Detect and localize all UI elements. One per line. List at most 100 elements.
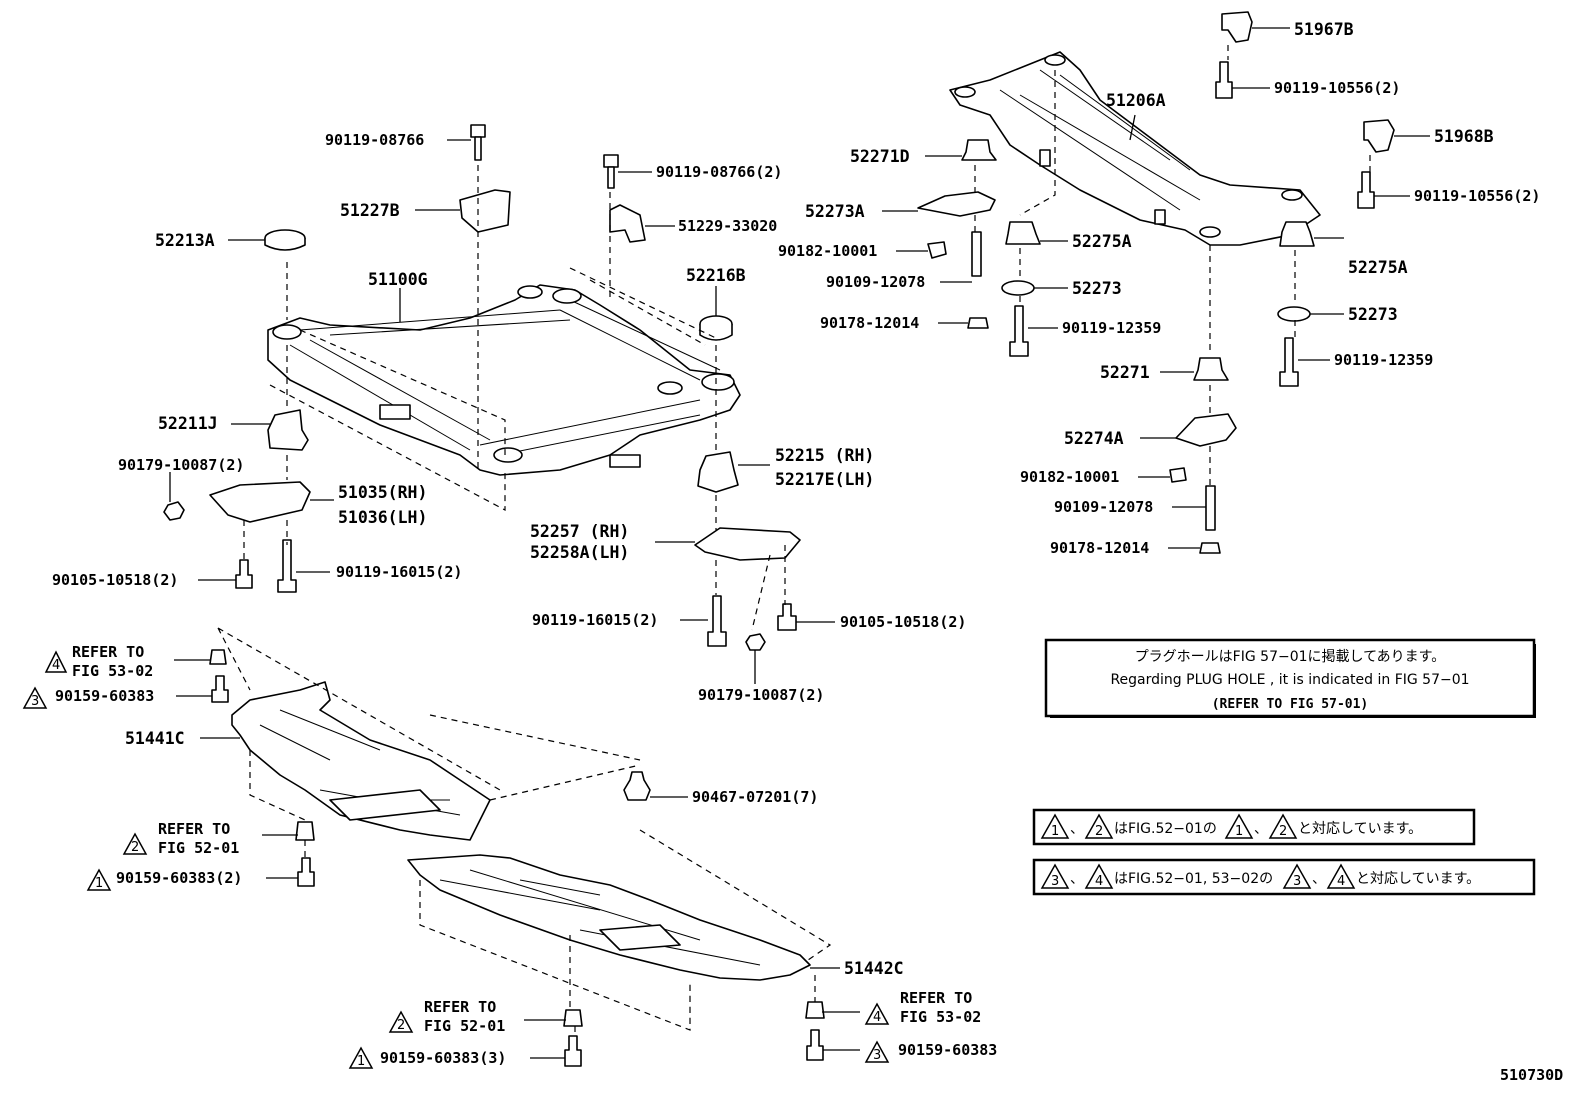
leader-lines <box>169 27 1430 1059</box>
label-52273-b: 52273 <box>1348 305 1398 324</box>
bolt-90119-08766 <box>470 124 486 161</box>
label-90119-16015-2-left: 90119-16015(2) <box>336 563 462 581</box>
svg-text:4: 4 <box>1095 874 1103 889</box>
label-51968B: 51968B <box>1434 127 1494 146</box>
bracket-51968B <box>1363 119 1395 153</box>
refer-to-b: REFER TO <box>158 820 230 838</box>
correspondence-note-2: 3 、 4 はFIG.52−01, 53−02の 3 、 4 と対応しています。 <box>1032 858 1536 896</box>
svg-text:4: 4 <box>873 1010 881 1025</box>
label-52213A: 52213A <box>155 231 215 250</box>
label-90105-10518-2-left: 90105-10518(2) <box>52 571 178 589</box>
label-52273-a: 52273 <box>1072 279 1122 298</box>
label-90159-60383-2: 90159-60383(2) <box>116 869 242 887</box>
plate-52273A <box>917 191 996 217</box>
fig-52-01-c: FIG 52-01 <box>424 1017 505 1035</box>
label-51229-33020: 51229-33020 <box>678 217 777 235</box>
label-52271D: 52271D <box>850 147 910 166</box>
svg-text:と対応しています。: と対応しています。 <box>1356 871 1480 887</box>
clip-refer-fig52-left <box>295 821 315 841</box>
stud-90109-12078-a <box>971 231 982 277</box>
svg-text:と対応しています。: と対応しています。 <box>1298 821 1422 837</box>
svg-text:3: 3 <box>31 694 39 709</box>
engine-under-cover-51442C <box>407 854 811 981</box>
clip-refer-fig53-bottom <box>805 1001 825 1019</box>
triangle-mark-2-b <box>388 1010 414 1033</box>
triangle-mark-4-a <box>44 650 68 673</box>
refer-to-d: REFER TO <box>900 989 972 1007</box>
label-51967B: 51967B <box>1294 20 1354 39</box>
bolt-90159-60383-a <box>211 675 229 703</box>
plate-51035-51036 <box>209 481 311 523</box>
svg-text:はFIG.52−01, 53−02の: はFIG.52−01, 53−02の <box>1114 871 1273 887</box>
label-90119-10556-2-a: 90119-10556(2) <box>1274 79 1400 97</box>
washer-52273-a <box>1001 280 1035 296</box>
svg-text:1: 1 <box>357 1054 365 1069</box>
label-52257-RH: 52257 (RH) <box>530 522 629 541</box>
svg-text:1: 1 <box>95 876 103 891</box>
svg-text:2: 2 <box>1095 824 1103 839</box>
label-51036-LH: 51036(LH) <box>338 508 427 527</box>
triangle-mark-1-b <box>348 1046 374 1069</box>
fig-52-01-b: FIG 52-01 <box>158 839 239 857</box>
bracket-51967B <box>1221 11 1253 43</box>
label-52271: 52271 <box>1100 363 1150 382</box>
svg-text:はFIG.52−01の: はFIG.52−01の <box>1114 821 1217 837</box>
svg-text:4: 4 <box>1337 874 1345 889</box>
cushion-52211J <box>267 409 309 451</box>
fig-53-02-d: FIG 53-02 <box>900 1008 981 1026</box>
svg-text:2: 2 <box>131 840 139 855</box>
cushion-52216B <box>699 315 733 341</box>
cushion-52275A-a <box>1005 221 1041 245</box>
assembly-guide-lines <box>217 45 1371 1036</box>
front-suspension-member-51100G <box>267 284 741 476</box>
cushion-52271 <box>1193 357 1229 381</box>
label-90467-07201-7: 90467-07201(7) <box>692 788 818 806</box>
label-90182-10001-a: 90182-10001 <box>778 242 877 260</box>
label-90105-10518-2-right: 90105-10518(2) <box>840 613 966 631</box>
cushion-52215-52217E <box>697 451 739 493</box>
label-90182-10001-b: 90182-10001 <box>1020 468 1119 486</box>
refer-to-c: REFER TO <box>424 998 496 1016</box>
clip-refer-fig53-left <box>209 649 227 665</box>
bolt-90119-08766-2 <box>603 154 619 189</box>
plate-52257-52258A <box>694 527 801 561</box>
label-90159-60383-b: 90159-60383 <box>898 1041 997 1059</box>
label-51035-RH: 51035(RH) <box>338 483 427 502</box>
label-90119-12359-b: 90119-12359 <box>1334 351 1433 369</box>
label-90119-08766: 90119-08766 <box>325 131 424 149</box>
label-90119-08766-2: 90119-08766(2) <box>656 163 782 181</box>
bolt-90105-10518-left <box>235 559 253 589</box>
engine-under-cover-51441C <box>231 681 491 841</box>
part-labels: 90119-08766 51227B 52213A 51100G 90119-0… <box>52 20 1540 1067</box>
bolt-90119-10556-a <box>1215 61 1233 99</box>
label-51100G: 51100G <box>368 270 428 289</box>
rear-suspension-member-51206A <box>949 51 1321 246</box>
stud-90109-12078-b <box>1205 485 1216 531</box>
bolt-90119-12359-b <box>1279 337 1299 387</box>
bracket-51227B <box>459 189 511 233</box>
svg-text:3: 3 <box>1293 874 1301 889</box>
label-90119-12359-a: 90119-12359 <box>1062 319 1161 337</box>
label-51206A: 51206A <box>1106 91 1166 110</box>
label-51441C: 51441C <box>125 729 185 748</box>
label-90178-12014-a: 90178-12014 <box>820 314 919 332</box>
label-52275A-b: 52275A <box>1348 258 1408 277</box>
svg-text:1: 1 <box>1051 824 1059 839</box>
washer-52273-b <box>1277 306 1311 322</box>
svg-text:1: 1 <box>1235 824 1243 839</box>
triangle-mark-3-b <box>864 1040 890 1063</box>
nut-90179-10087-left <box>163 501 185 521</box>
nut-90178-12014-a <box>967 317 989 329</box>
label-52273A: 52273A <box>805 202 865 221</box>
bolt-90159-60383-2 <box>297 857 315 887</box>
label-51227B: 51227B <box>340 201 400 220</box>
bolt-90119-10556-b <box>1357 171 1375 209</box>
plate-52274A <box>1175 413 1237 447</box>
label-52211J: 52211J <box>158 414 218 433</box>
label-90179-10087-2: 90179-10087(2) <box>118 456 244 474</box>
svg-text:、: 、 <box>1070 871 1084 887</box>
svg-text:、: 、 <box>1070 821 1084 837</box>
bolt-90119-16015-left <box>277 539 297 593</box>
triangle-mark-3-a <box>22 686 48 709</box>
